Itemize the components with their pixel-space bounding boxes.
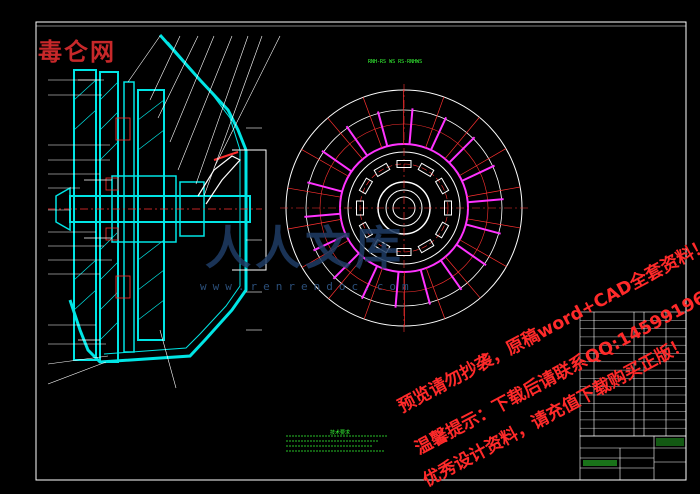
cushion-segment xyxy=(409,108,412,144)
title-block-name-cell xyxy=(656,438,684,446)
cushion-segment xyxy=(322,151,352,172)
driven-disc xyxy=(124,82,134,352)
radial-line xyxy=(363,97,382,148)
cushion-segment xyxy=(441,260,462,289)
cushion-segment xyxy=(462,166,495,181)
front-view xyxy=(280,84,528,332)
watermark-site: www.renrendoc.com xyxy=(200,280,415,293)
watermark-logo: 毒仑网 xyxy=(38,32,116,67)
clutch-cover xyxy=(74,70,96,360)
radial-line xyxy=(445,257,480,298)
watermark-brand: 人人文库 xyxy=(205,212,405,278)
cushion-segment xyxy=(431,117,446,150)
title-block-code-cell xyxy=(583,460,617,466)
radial-line xyxy=(467,187,520,197)
cushion-segment xyxy=(449,137,474,163)
cushion-segment xyxy=(346,126,367,155)
pressure-plate xyxy=(100,72,118,362)
part-leaders-left xyxy=(48,80,112,384)
cushion-segment xyxy=(466,224,501,233)
cushion-segment xyxy=(468,199,504,202)
part-leaders-top xyxy=(128,36,280,196)
view-title-label: RNH-RS WS RS-RNHWS xyxy=(368,59,422,65)
cushion-segment xyxy=(307,182,342,191)
flywheel xyxy=(138,90,164,340)
cushion-segment xyxy=(456,245,486,266)
radial-line xyxy=(328,118,363,159)
radial-line xyxy=(426,268,445,319)
technical-notes-title: 技术要求 xyxy=(330,429,350,436)
spring-window xyxy=(359,178,372,194)
technical-notes xyxy=(286,436,388,451)
